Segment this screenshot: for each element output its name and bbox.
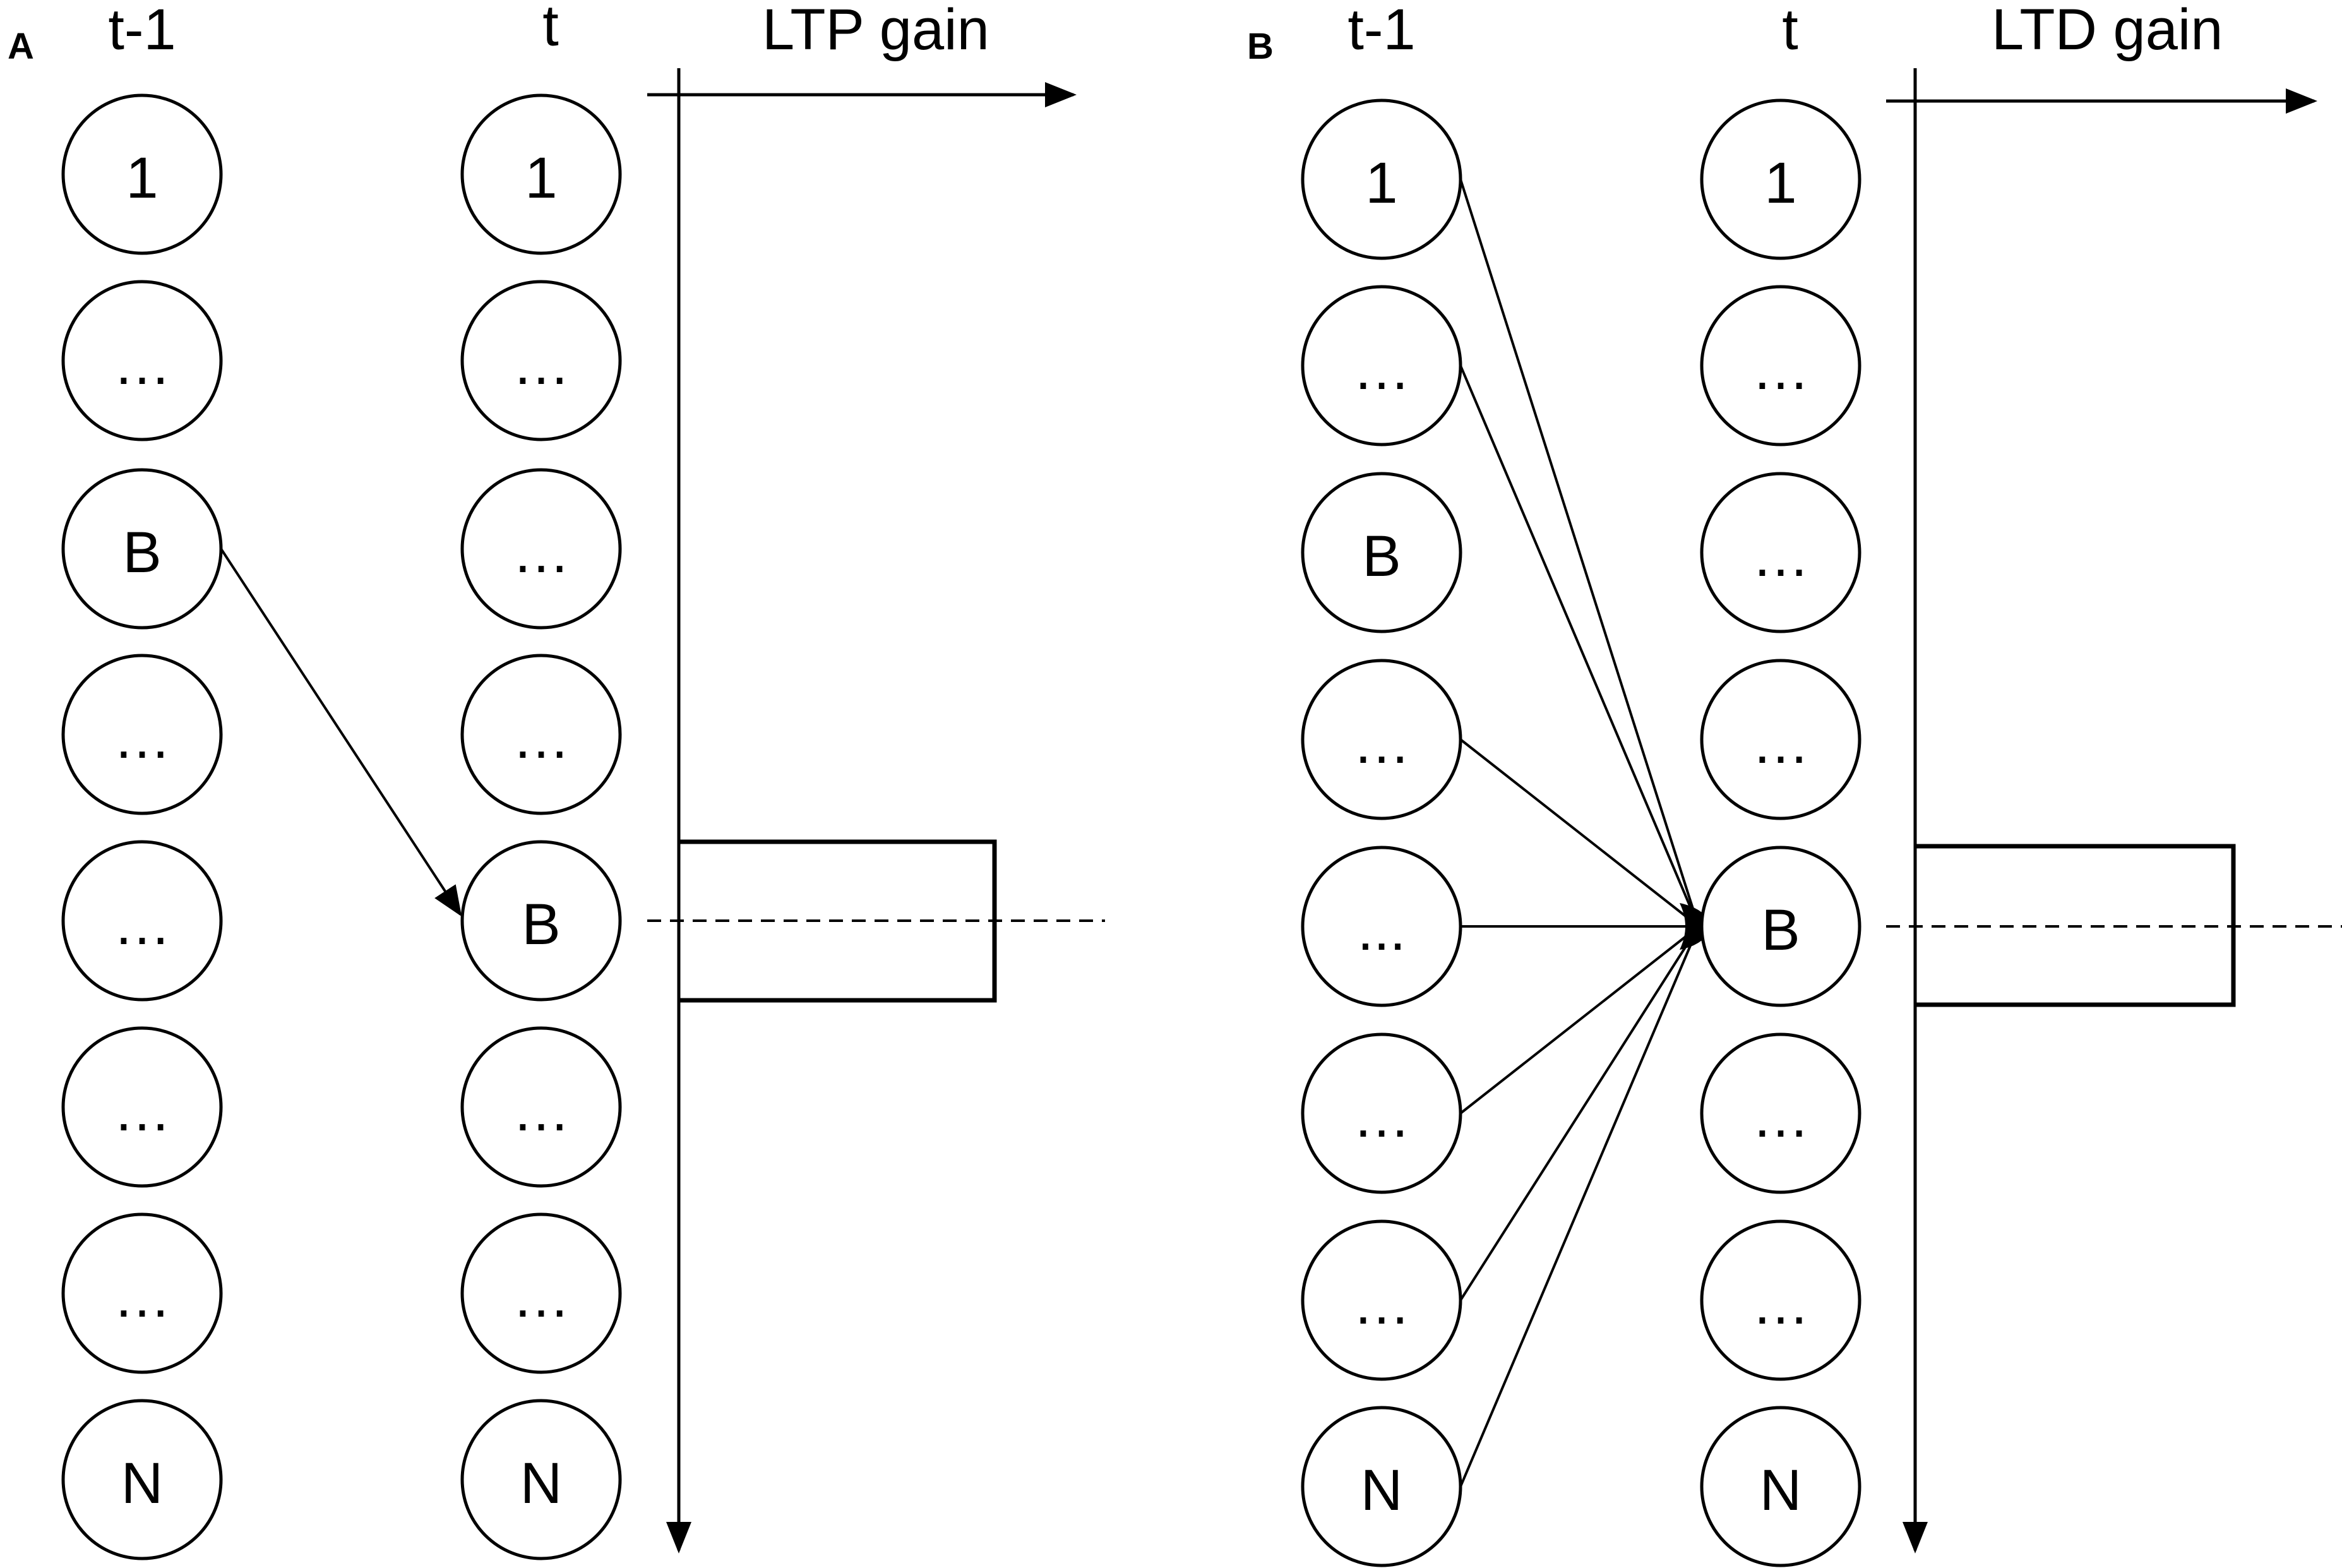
neuron-label: … [512, 332, 570, 397]
neuron-label: … [1752, 524, 1810, 589]
neuron-label: 1 [525, 146, 557, 210]
neuron-label: … [113, 892, 171, 957]
neuron-node: … [460, 468, 622, 630]
neuron-label: N [1760, 1458, 1801, 1523]
neuron-node: … [1700, 1032, 1861, 1194]
panel-a-prev-column: 1 … B … … … … N [61, 93, 223, 1560]
connection-line [1459, 926, 1700, 1487]
panel-b-curr-column-header: t [1782, 0, 1798, 62]
neuron-node: … [61, 840, 223, 1002]
neuron-node: ... [1301, 846, 1462, 1007]
neuron-label: … [512, 1265, 570, 1329]
connection-line [1459, 179, 1700, 927]
neuron-label: … [1353, 1272, 1411, 1336]
connection-line [1459, 925, 1700, 1115]
connection-line [1459, 738, 1700, 928]
panel-a-letter: A [8, 26, 34, 67]
neuron-label: … [1752, 337, 1810, 402]
panel-b-gain-axis-label: LTD gain [1992, 0, 2223, 62]
neuron-label: … [113, 706, 171, 770]
neuron-label: … [512, 520, 570, 585]
neuron-node: … [1301, 659, 1462, 820]
neuron-node: … [1301, 1219, 1462, 1381]
neuron-node: … [1700, 659, 1861, 820]
neuron-node: B [1700, 846, 1861, 1007]
neuron-label: 1 [126, 146, 158, 210]
neuron-node: 1 [61, 93, 223, 255]
neuron-label: … [1752, 1085, 1810, 1149]
neuron-label: … [1353, 711, 1411, 775]
neuron-label: B [1761, 898, 1800, 962]
neuron-label: … [1752, 1272, 1810, 1336]
neuron-node: N [1700, 1406, 1861, 1567]
panel-b: B t-1 t LTD gain 1 … B … ... … [1247, 0, 2342, 1567]
panel-b-converging-connections [1459, 179, 1712, 1487]
neuron-node: … [1700, 285, 1861, 446]
neuron-label: … [113, 1079, 171, 1143]
neuron-node: … [1700, 472, 1861, 633]
neuron-label: N [520, 1451, 562, 1516]
neuron-node: … [460, 654, 622, 815]
neuron-label: … [512, 1079, 570, 1143]
neuron-node: B [1301, 472, 1462, 633]
neuron-node: … [61, 280, 223, 441]
panel-a-curr-column: 1 … … … B … … N [460, 93, 622, 1560]
panel-a: A t-1 t LTP gain 1 … B … … … … N 1 … … … [8, 0, 1105, 1560]
neuron-node: 1 [1301, 99, 1462, 260]
neuron-label: … [1353, 1085, 1411, 1149]
panel-b-prev-column: 1 … B … ... … … N [1301, 99, 1462, 1567]
neuron-node: B [460, 840, 622, 1002]
panel-b-curr-column: 1 … … … B … … N [1700, 99, 1861, 1567]
neuron-node: … [61, 1212, 223, 1374]
connection-line [1459, 925, 1700, 1302]
neuron-label: N [121, 1451, 163, 1516]
neuron-label: 1 [1365, 151, 1397, 215]
neuron-node: N [61, 1399, 223, 1560]
panel-a-gain-axis-label: LTP gain [762, 0, 989, 62]
neuron-node: 1 [460, 93, 622, 255]
panel-a-curr-column-header: t [542, 0, 559, 58]
neuron-label: … [113, 1265, 171, 1329]
neuron-label: … [1353, 337, 1411, 402]
connection-line [1459, 365, 1700, 927]
neuron-node: 1 [1700, 99, 1861, 260]
neuron-node: … [1700, 1219, 1861, 1381]
neuron-label: … [512, 706, 570, 770]
panel-a-prev-column-header: t-1 [108, 0, 176, 62]
neuron-label: … [113, 332, 171, 397]
neuron-node: N [1301, 1406, 1462, 1567]
neuron-node: … [61, 1026, 223, 1188]
neuron-node: N [460, 1399, 622, 1560]
neuron-label: 1 [1764, 151, 1796, 215]
panel-a-connection-arrow [220, 548, 462, 917]
neuron-node: … [460, 1212, 622, 1374]
panel-b-prev-column-header: t-1 [1347, 0, 1415, 62]
neuron-label: … [1752, 711, 1810, 775]
neuron-node: … [61, 654, 223, 815]
neuron-label: B [522, 892, 560, 957]
neuron-label: ... [1358, 898, 1406, 962]
neuron-node: … [460, 1026, 622, 1188]
neuron-label: B [122, 520, 161, 585]
neuron-node: … [1301, 285, 1462, 446]
neuron-node: B [61, 468, 223, 630]
neuron-label: B [1362, 524, 1401, 589]
panel-b-letter: B [1247, 26, 1274, 67]
neuron-node: … [1301, 1032, 1462, 1194]
neuron-label: N [1361, 1458, 1402, 1523]
neuron-node: … [460, 280, 622, 441]
